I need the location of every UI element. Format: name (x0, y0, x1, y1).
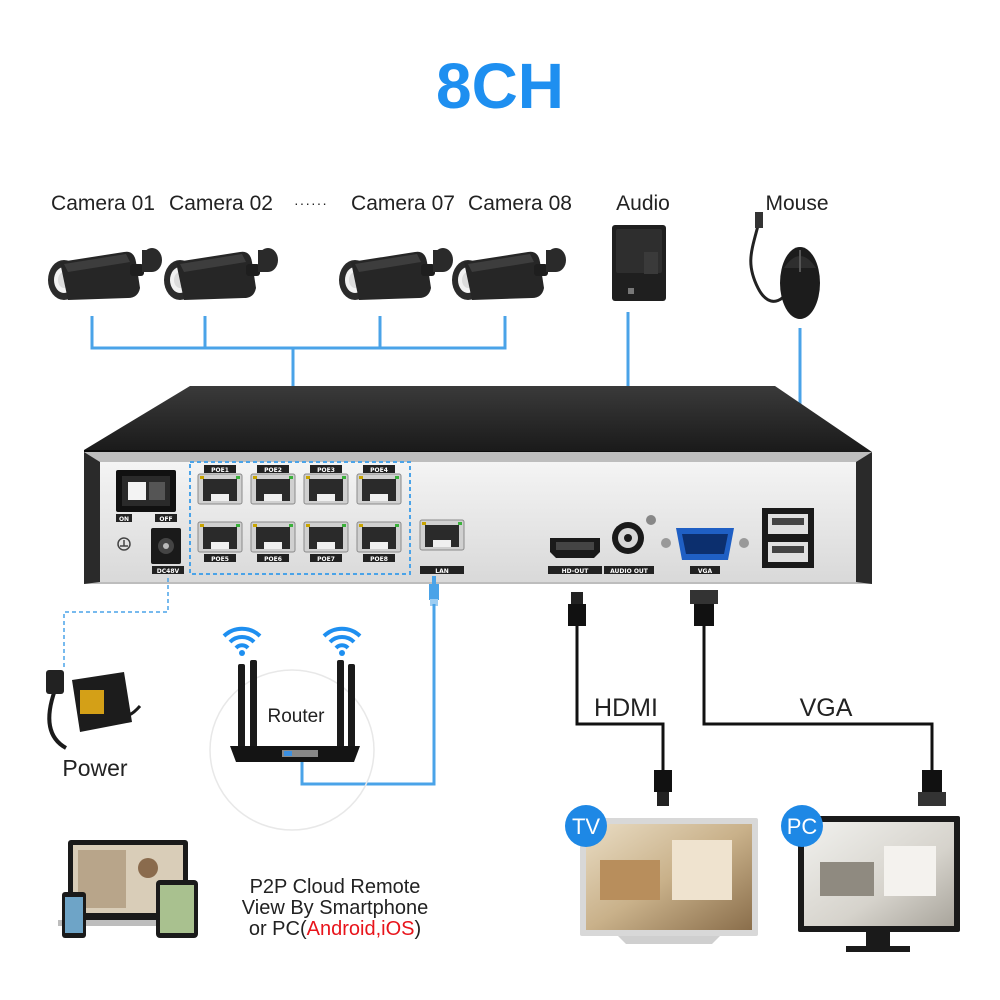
tv-badge (565, 805, 607, 847)
power-adapter-icon (46, 670, 142, 750)
vga-label: VGA (800, 694, 853, 722)
poe-port-7[interactable] (303, 521, 349, 553)
camera-label-01: Camera 01 (51, 192, 155, 215)
switch-on-label: ON (119, 516, 129, 523)
poe-port-3[interactable] (303, 473, 349, 505)
remote-os-highlight: Android,iOS (307, 918, 415, 940)
dc-port-tag (152, 566, 184, 574)
camera-label-08: Camera 08 (468, 192, 572, 215)
ground-terminal-icon (117, 537, 131, 551)
audio-out-jack[interactable] (612, 515, 656, 554)
audio-port-tag (604, 566, 654, 574)
poe-port-8[interactable] (356, 521, 402, 553)
poe-port-label: POE3 (317, 467, 335, 474)
poe-port-tag (310, 554, 342, 562)
mouse-label: Mouse (765, 192, 828, 215)
power-switch[interactable] (116, 470, 176, 512)
poe-port-tag (257, 465, 289, 473)
poe-port-5[interactable] (197, 521, 243, 553)
poe-port-tag (204, 554, 236, 562)
poe-port-4[interactable] (356, 473, 402, 505)
camera-ellipsis: ······ (294, 195, 328, 211)
vga-port-label: VGA (698, 568, 713, 575)
camera-label-07: Camera 07 (351, 192, 455, 215)
power-cable (63, 578, 169, 668)
switch-on-tag (116, 514, 132, 522)
poe-port-label: POE6 (264, 556, 282, 563)
mouse-icon (749, 212, 820, 319)
camera-label-02: Camera 02 (169, 192, 273, 215)
poe-port-tag (257, 554, 289, 562)
tv-icon (580, 818, 758, 944)
diagram-title: 8CH (436, 50, 564, 122)
poe-port-label: POE1 (211, 467, 229, 474)
remote-line3-suffix: ) (414, 918, 421, 940)
wifi-signal-left-icon (222, 626, 262, 658)
hdmi-port-tag (548, 566, 602, 574)
pc-badge-label: PC (787, 814, 818, 839)
poe-port-group (189, 461, 411, 575)
poe-port-2[interactable] (250, 473, 296, 505)
hdmi-port-label: HD-OUT (562, 568, 590, 575)
switch-off-tag (155, 514, 177, 522)
power-label: Power (62, 755, 128, 781)
lan-port[interactable] (419, 519, 465, 551)
router-label: Router (267, 706, 325, 727)
audio-port-label: AUDIO OUT (610, 568, 649, 575)
remote-text-line3: or PC(Android,iOS) (249, 918, 421, 940)
camera-07-icon (339, 248, 453, 300)
poe-port-label: POE5 (211, 556, 229, 563)
vga-port[interactable] (661, 528, 749, 560)
poe-port-6[interactable] (250, 521, 296, 553)
poe-port-label: POE8 (370, 556, 388, 563)
vga-port-tag (690, 566, 720, 574)
poe-port-tag (204, 465, 236, 473)
lan-cable (300, 604, 436, 786)
usb-ports[interactable] (762, 508, 814, 568)
vga-cable (690, 590, 946, 806)
poe-port-label: POE2 (264, 467, 282, 474)
lan-port-tag (420, 566, 464, 574)
camera-02-icon (164, 248, 278, 300)
camera-08-icon (452, 248, 566, 300)
switch-off-label: OFF (159, 516, 172, 523)
poe-port-1[interactable] (197, 473, 243, 505)
speaker-icon (612, 225, 666, 301)
dc-port-label: DC48V (157, 568, 180, 575)
hdmi-label: HDMI (594, 694, 658, 722)
remote-line3-prefix: or PC( (249, 918, 307, 940)
camera-01-icon (48, 248, 162, 300)
dc-power-jack[interactable] (151, 528, 181, 564)
poe-port-tag (363, 465, 395, 473)
hdmi-port[interactable] (550, 538, 600, 558)
audio-label: Audio (616, 192, 670, 215)
poe-port-tag (310, 465, 342, 473)
tv-badge-label: TV (572, 814, 600, 839)
wifi-signal-right-icon (322, 626, 362, 658)
poe-port-label: POE7 (317, 556, 335, 563)
router-icon (209, 660, 375, 831)
poe-port-label: POE4 (370, 467, 388, 474)
remote-text-line1: P2P Cloud Remote (250, 876, 421, 898)
remote-devices-icon (58, 840, 198, 938)
nvr-recorder (84, 386, 872, 584)
pc-monitor-icon (798, 816, 960, 952)
remote-text-line2: View By Smartphone (242, 897, 428, 919)
hdmi-cable (568, 592, 672, 806)
pc-badge (781, 805, 823, 847)
poe-port-tag (363, 554, 395, 562)
lan-port-label: LAN (435, 568, 449, 575)
